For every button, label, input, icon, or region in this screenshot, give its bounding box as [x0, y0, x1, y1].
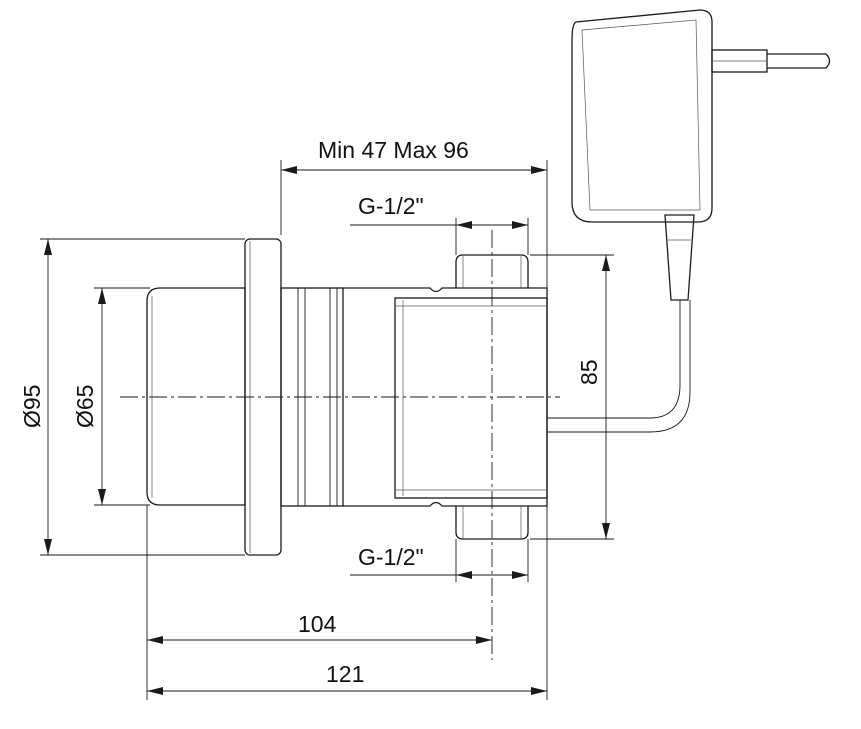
arrow-head [512, 221, 528, 229]
dim-label-overall-length: 121 [326, 661, 364, 687]
arrow-head [281, 166, 297, 174]
dim-label-inner-diameter: Ø65 [72, 385, 98, 428]
dim-label-outer-diameter: Ø95 [19, 385, 45, 428]
dim-label-stroke-range: Min 47 Max 96 [318, 137, 469, 163]
dimension-outer-diameter: Ø95 [19, 238, 245, 556]
arrow-head [531, 687, 547, 695]
arrow-head [44, 239, 52, 255]
valve-body [146, 238, 650, 556]
arrow-head [44, 539, 52, 555]
arrow-head [147, 687, 163, 695]
arrow-head [98, 489, 106, 505]
dimension-stroke-range: Min 47 Max 96 [280, 137, 548, 288]
arrow-head [98, 288, 106, 304]
adapter-cable [649, 300, 681, 419]
dim-label-thread-top: G-1/2" [358, 193, 424, 219]
dimension-thread-bottom: G-1/2" [350, 539, 529, 582]
dimension-thread-top: G-1/2" [350, 193, 529, 255]
center-lines [120, 230, 560, 660]
power-adapter [571, 9, 831, 433]
plug-pin [767, 53, 831, 69]
strain-relief [664, 214, 695, 301]
dim-label-connection-spacing: 85 [576, 359, 602, 385]
bottom-outlet [455, 506, 529, 540]
dimension-inner-diameter: Ø65 [72, 287, 150, 506]
front-cap [146, 287, 246, 506]
arrow-head [147, 636, 163, 644]
arrow-head [531, 166, 547, 174]
arrow-head [456, 571, 472, 579]
dim-label-thread-bottom: G-1/2" [358, 544, 424, 570]
dim-label-length-to-connection: 104 [298, 611, 337, 637]
arrow-head [602, 523, 610, 539]
arrow-head [512, 571, 528, 579]
arrow-head [602, 255, 610, 271]
dimension-connection-spacing: 85 [530, 254, 614, 540]
dimension-overall-length: 121 [147, 506, 548, 700]
dimension-length-to-connection: 104 [146, 505, 492, 700]
arrow-head [476, 636, 492, 644]
rear-block [394, 297, 548, 499]
adapter-housing [571, 9, 713, 223]
arrow-head [456, 221, 472, 229]
